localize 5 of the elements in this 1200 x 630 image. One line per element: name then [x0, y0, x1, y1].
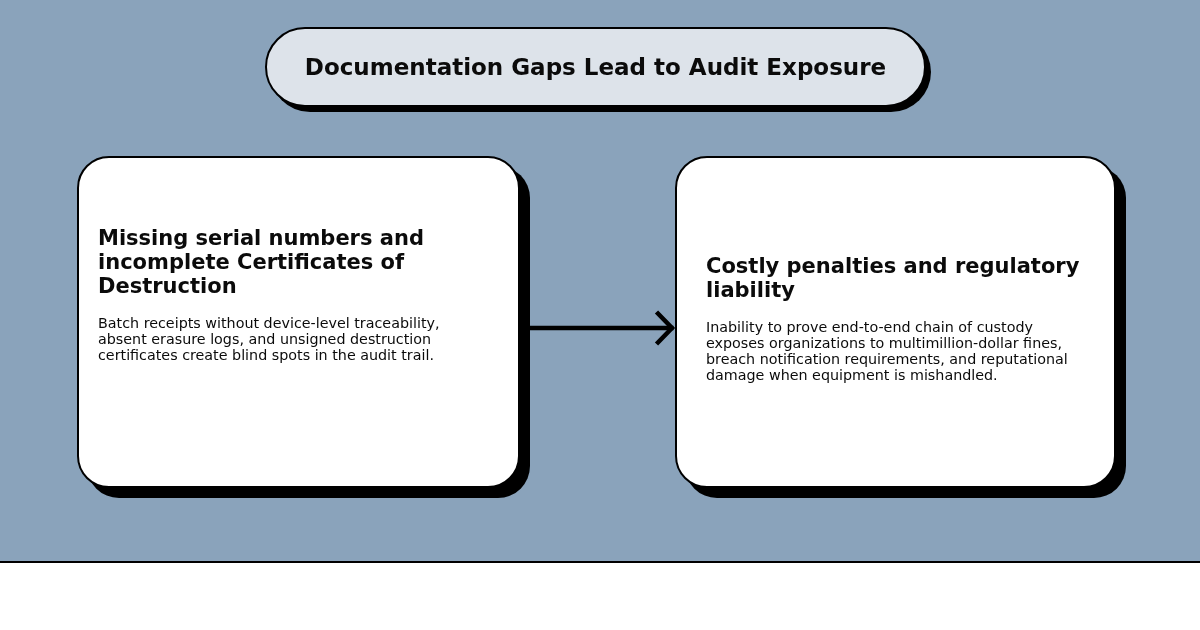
diagram-title: Documentation Gaps Lead to Audit Exposure — [304, 53, 887, 81]
card-heading: Missing serial numbers and incomplete Certificates of Destruction — [98, 226, 425, 298]
card-heading: Costly penalties and regulatory liability — [706, 254, 1081, 302]
card-body-text: Inability to prove end-to-end chain of custody exposes organizations to multimillion-dollar fines, breach notification requirements, and reputational damage when equipment is mishandled. — [706, 319, 1069, 383]
card-body-text: Batch receipts without device-level traceability, absent erasure logs, and unsigned destruction certificates create blind spots in the audit trail. — [98, 315, 441, 363]
